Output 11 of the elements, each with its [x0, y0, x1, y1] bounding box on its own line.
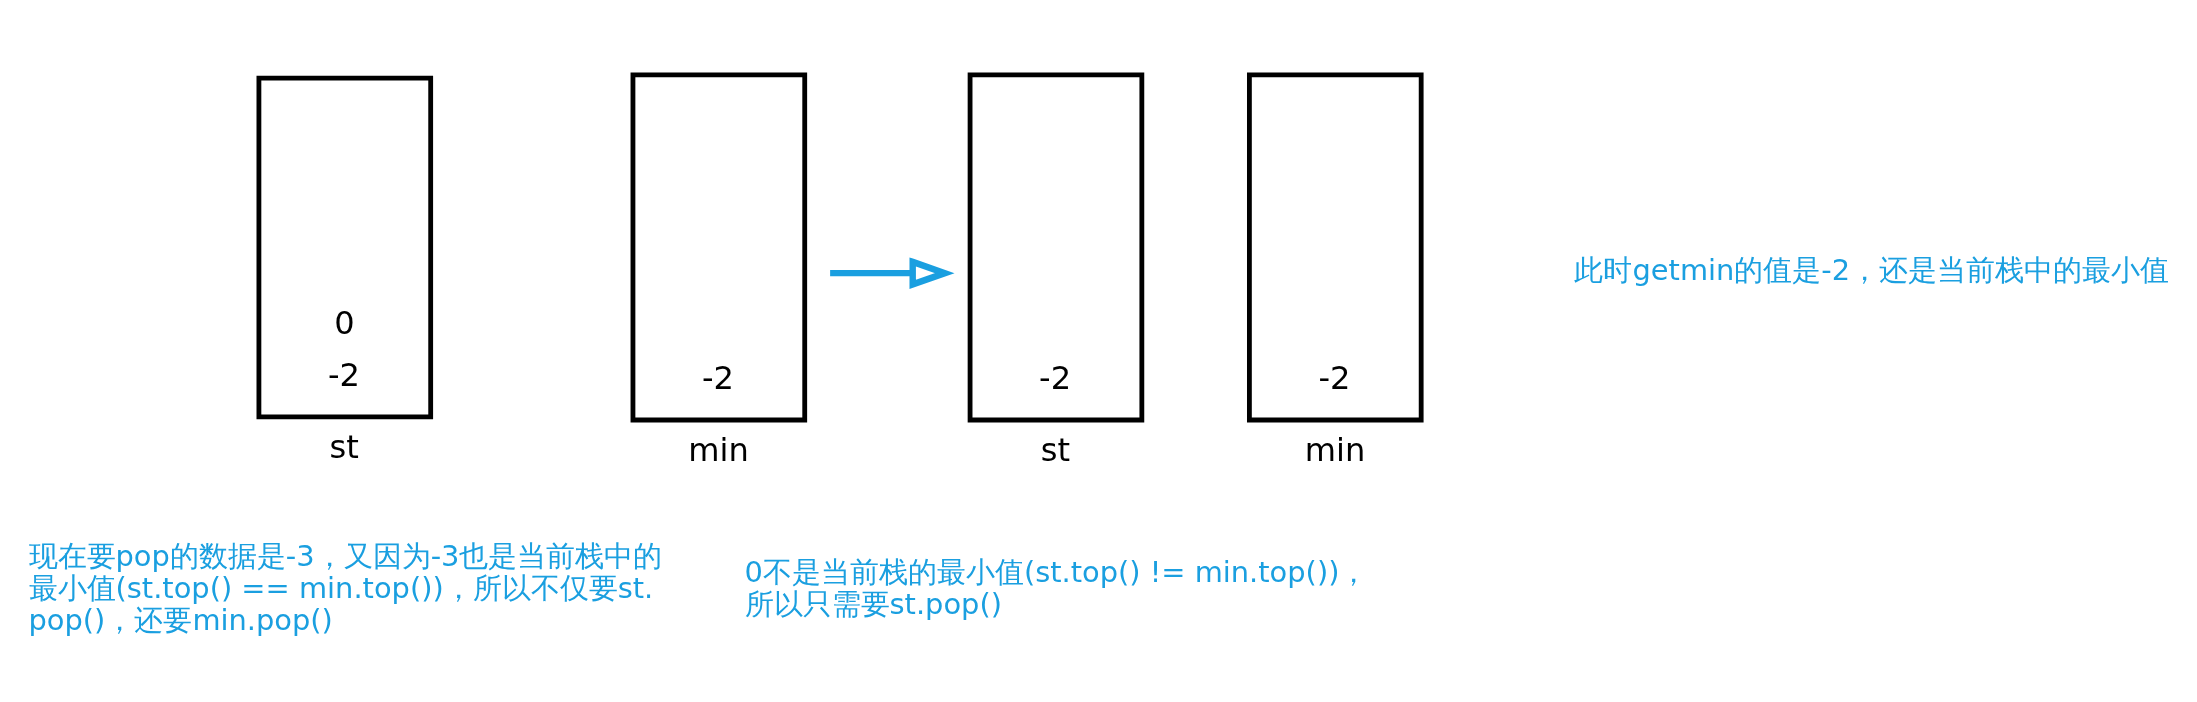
label: 0不是当前栈的最小值(st.top() != min.top())，所以只需要st.pop(): [744, 555, 1369, 622]
node-box: -2: [630, 72, 808, 423]
node-box: 0 -2: [256, 75, 434, 420]
label: 此时getmin的值是-2，还是当前栈中的最小值: [1574, 253, 2170, 288]
label: 现在要pop的数据是-3，又因为-3也是当前栈中的最小值(st.top() == min.top())，所以不仅要st.pop()，还要min.pop(): [28, 538, 663, 638]
node-box: -2: [1247, 72, 1424, 423]
node-label: min: [1304, 430, 1366, 469]
node-label: st: [329, 427, 359, 466]
node-label: min: [688, 430, 749, 469]
node-label: st: [1040, 430, 1071, 469]
node-box: -2: [967, 72, 1145, 423]
